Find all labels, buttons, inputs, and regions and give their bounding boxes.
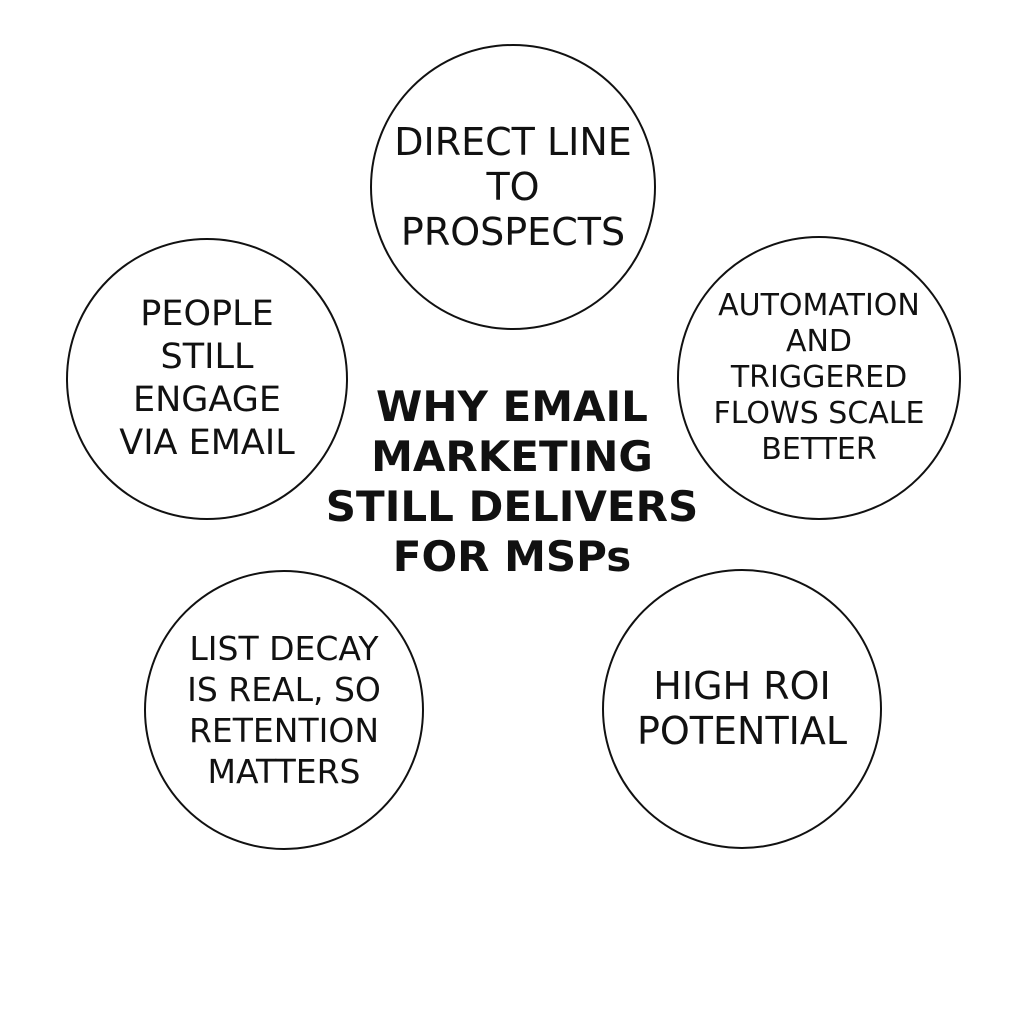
node-people-engage: PEOPLE STILL ENGAGE VIA EMAIL: [66, 238, 348, 520]
node-label: PEOPLE STILL ENGAGE VIA EMAIL: [119, 294, 295, 463]
node-list-decay: LIST DECAY IS REAL, SO RETENTION MATTERS: [144, 570, 424, 850]
node-direct-line: DIRECT LINE TO PROSPECTS: [370, 44, 656, 330]
node-label: LIST DECAY IS REAL, SO RETENTION MATTERS: [187, 629, 381, 791]
center-title: WHY EMAIL MARKETING STILL DELIVERS FOR M…: [325, 382, 699, 581]
node-high-roi: HIGH ROI POTENTIAL: [602, 569, 882, 849]
node-automation: AUTOMATION AND TRIGGERED FLOWS SCALE BET…: [677, 236, 961, 520]
node-label: HIGH ROI POTENTIAL: [636, 664, 848, 753]
node-label: DIRECT LINE TO PROSPECTS: [394, 119, 632, 254]
node-label: AUTOMATION AND TRIGGERED FLOWS SCALE BET…: [713, 288, 925, 467]
